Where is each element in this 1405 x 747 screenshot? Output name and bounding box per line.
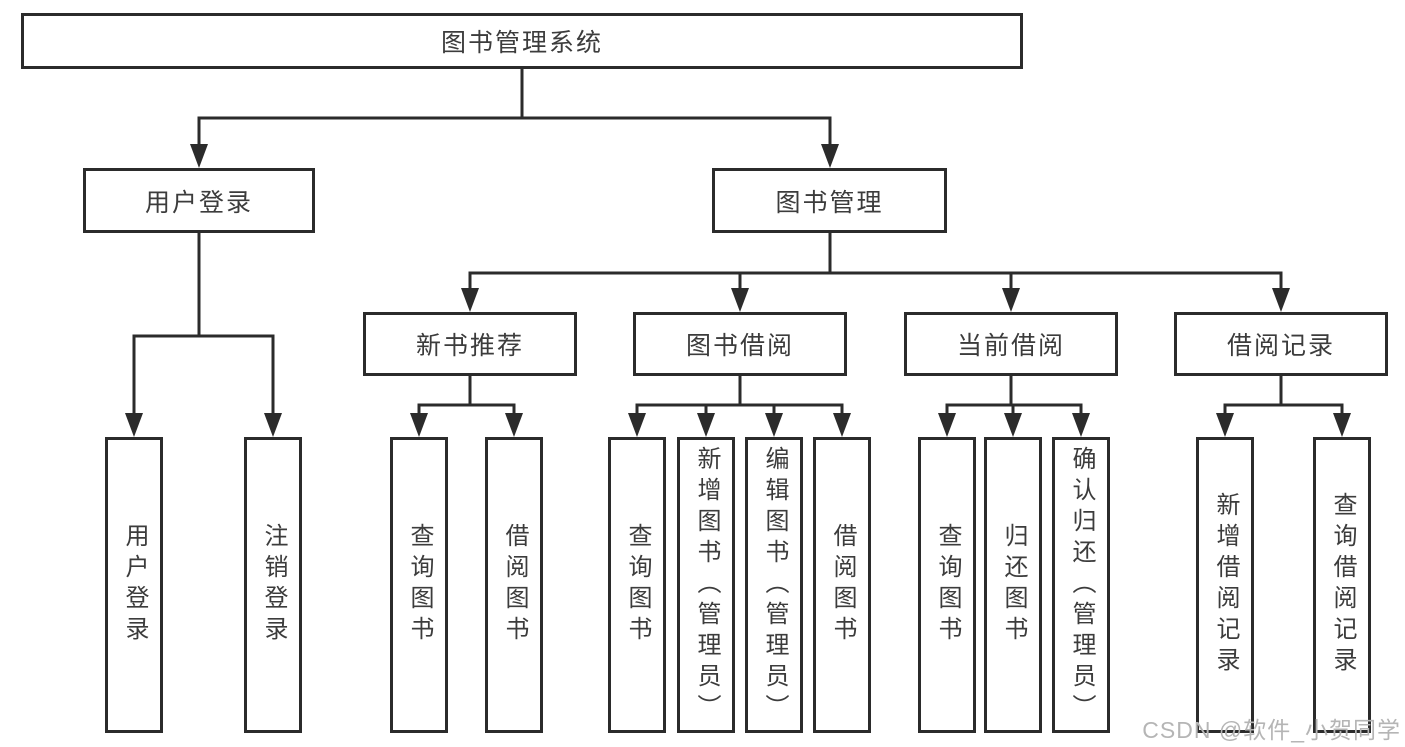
arrowhead bbox=[1072, 413, 1090, 437]
node-current-borrowing: 当前借阅 bbox=[904, 312, 1118, 376]
node-book-management: 图书管理 bbox=[712, 168, 947, 233]
arrowhead bbox=[821, 144, 839, 168]
arrowhead bbox=[628, 413, 646, 437]
node-leaf-query-books-current: 查询图书 bbox=[918, 437, 976, 733]
arrowhead bbox=[731, 288, 749, 312]
arrowhead bbox=[190, 144, 208, 168]
node-leaf-borrow-books-borrowing: 借阅图书 bbox=[813, 437, 871, 733]
watermark: CSDN @软件_小贺同学 bbox=[1142, 717, 1401, 743]
node-user-login: 用户登录 bbox=[83, 168, 315, 233]
node-leaf-return-books: 归还图书 bbox=[984, 437, 1042, 733]
node-leaf-add-books-admin: 新增图书（管理员） bbox=[677, 437, 735, 733]
arrowhead bbox=[1333, 413, 1351, 437]
arrowhead bbox=[1002, 288, 1020, 312]
arrowhead bbox=[1004, 413, 1022, 437]
arrowhead bbox=[1216, 413, 1234, 437]
node-book-borrowing: 图书借阅 bbox=[633, 312, 847, 376]
arrowhead bbox=[697, 413, 715, 437]
node-leaf-confirm-return-admin: 确认归还（管理员） bbox=[1052, 437, 1110, 733]
node-borrow-records: 借阅记录 bbox=[1174, 312, 1388, 376]
arrowhead bbox=[461, 288, 479, 312]
arrowhead bbox=[264, 413, 282, 437]
node-leaf-add-borrow-record: 新增借阅记录 bbox=[1196, 437, 1254, 733]
arrowhead bbox=[505, 413, 523, 437]
node-leaf-edit-books-admin: 编辑图书（管理员） bbox=[745, 437, 803, 733]
node-leaf-query-books-borrowing: 查询图书 bbox=[608, 437, 666, 733]
arrowhead bbox=[833, 413, 851, 437]
arrowhead bbox=[765, 413, 783, 437]
node-library-management-system: 图书管理系统 bbox=[21, 13, 1023, 69]
node-leaf-borrow-books-recommend: 借阅图书 bbox=[485, 437, 543, 733]
node-leaf-query-borrow-record: 查询借阅记录 bbox=[1313, 437, 1371, 733]
arrowhead bbox=[938, 413, 956, 437]
arrowhead bbox=[410, 413, 428, 437]
arrowhead bbox=[125, 413, 143, 437]
node-leaf-logout-login: 注销登录 bbox=[244, 437, 302, 733]
node-leaf-user-login: 用户登录 bbox=[105, 437, 163, 733]
node-leaf-query-books-recommend: 查询图书 bbox=[390, 437, 448, 733]
node-new-book-recommend: 新书推荐 bbox=[363, 312, 577, 376]
arrowhead bbox=[1272, 288, 1290, 312]
